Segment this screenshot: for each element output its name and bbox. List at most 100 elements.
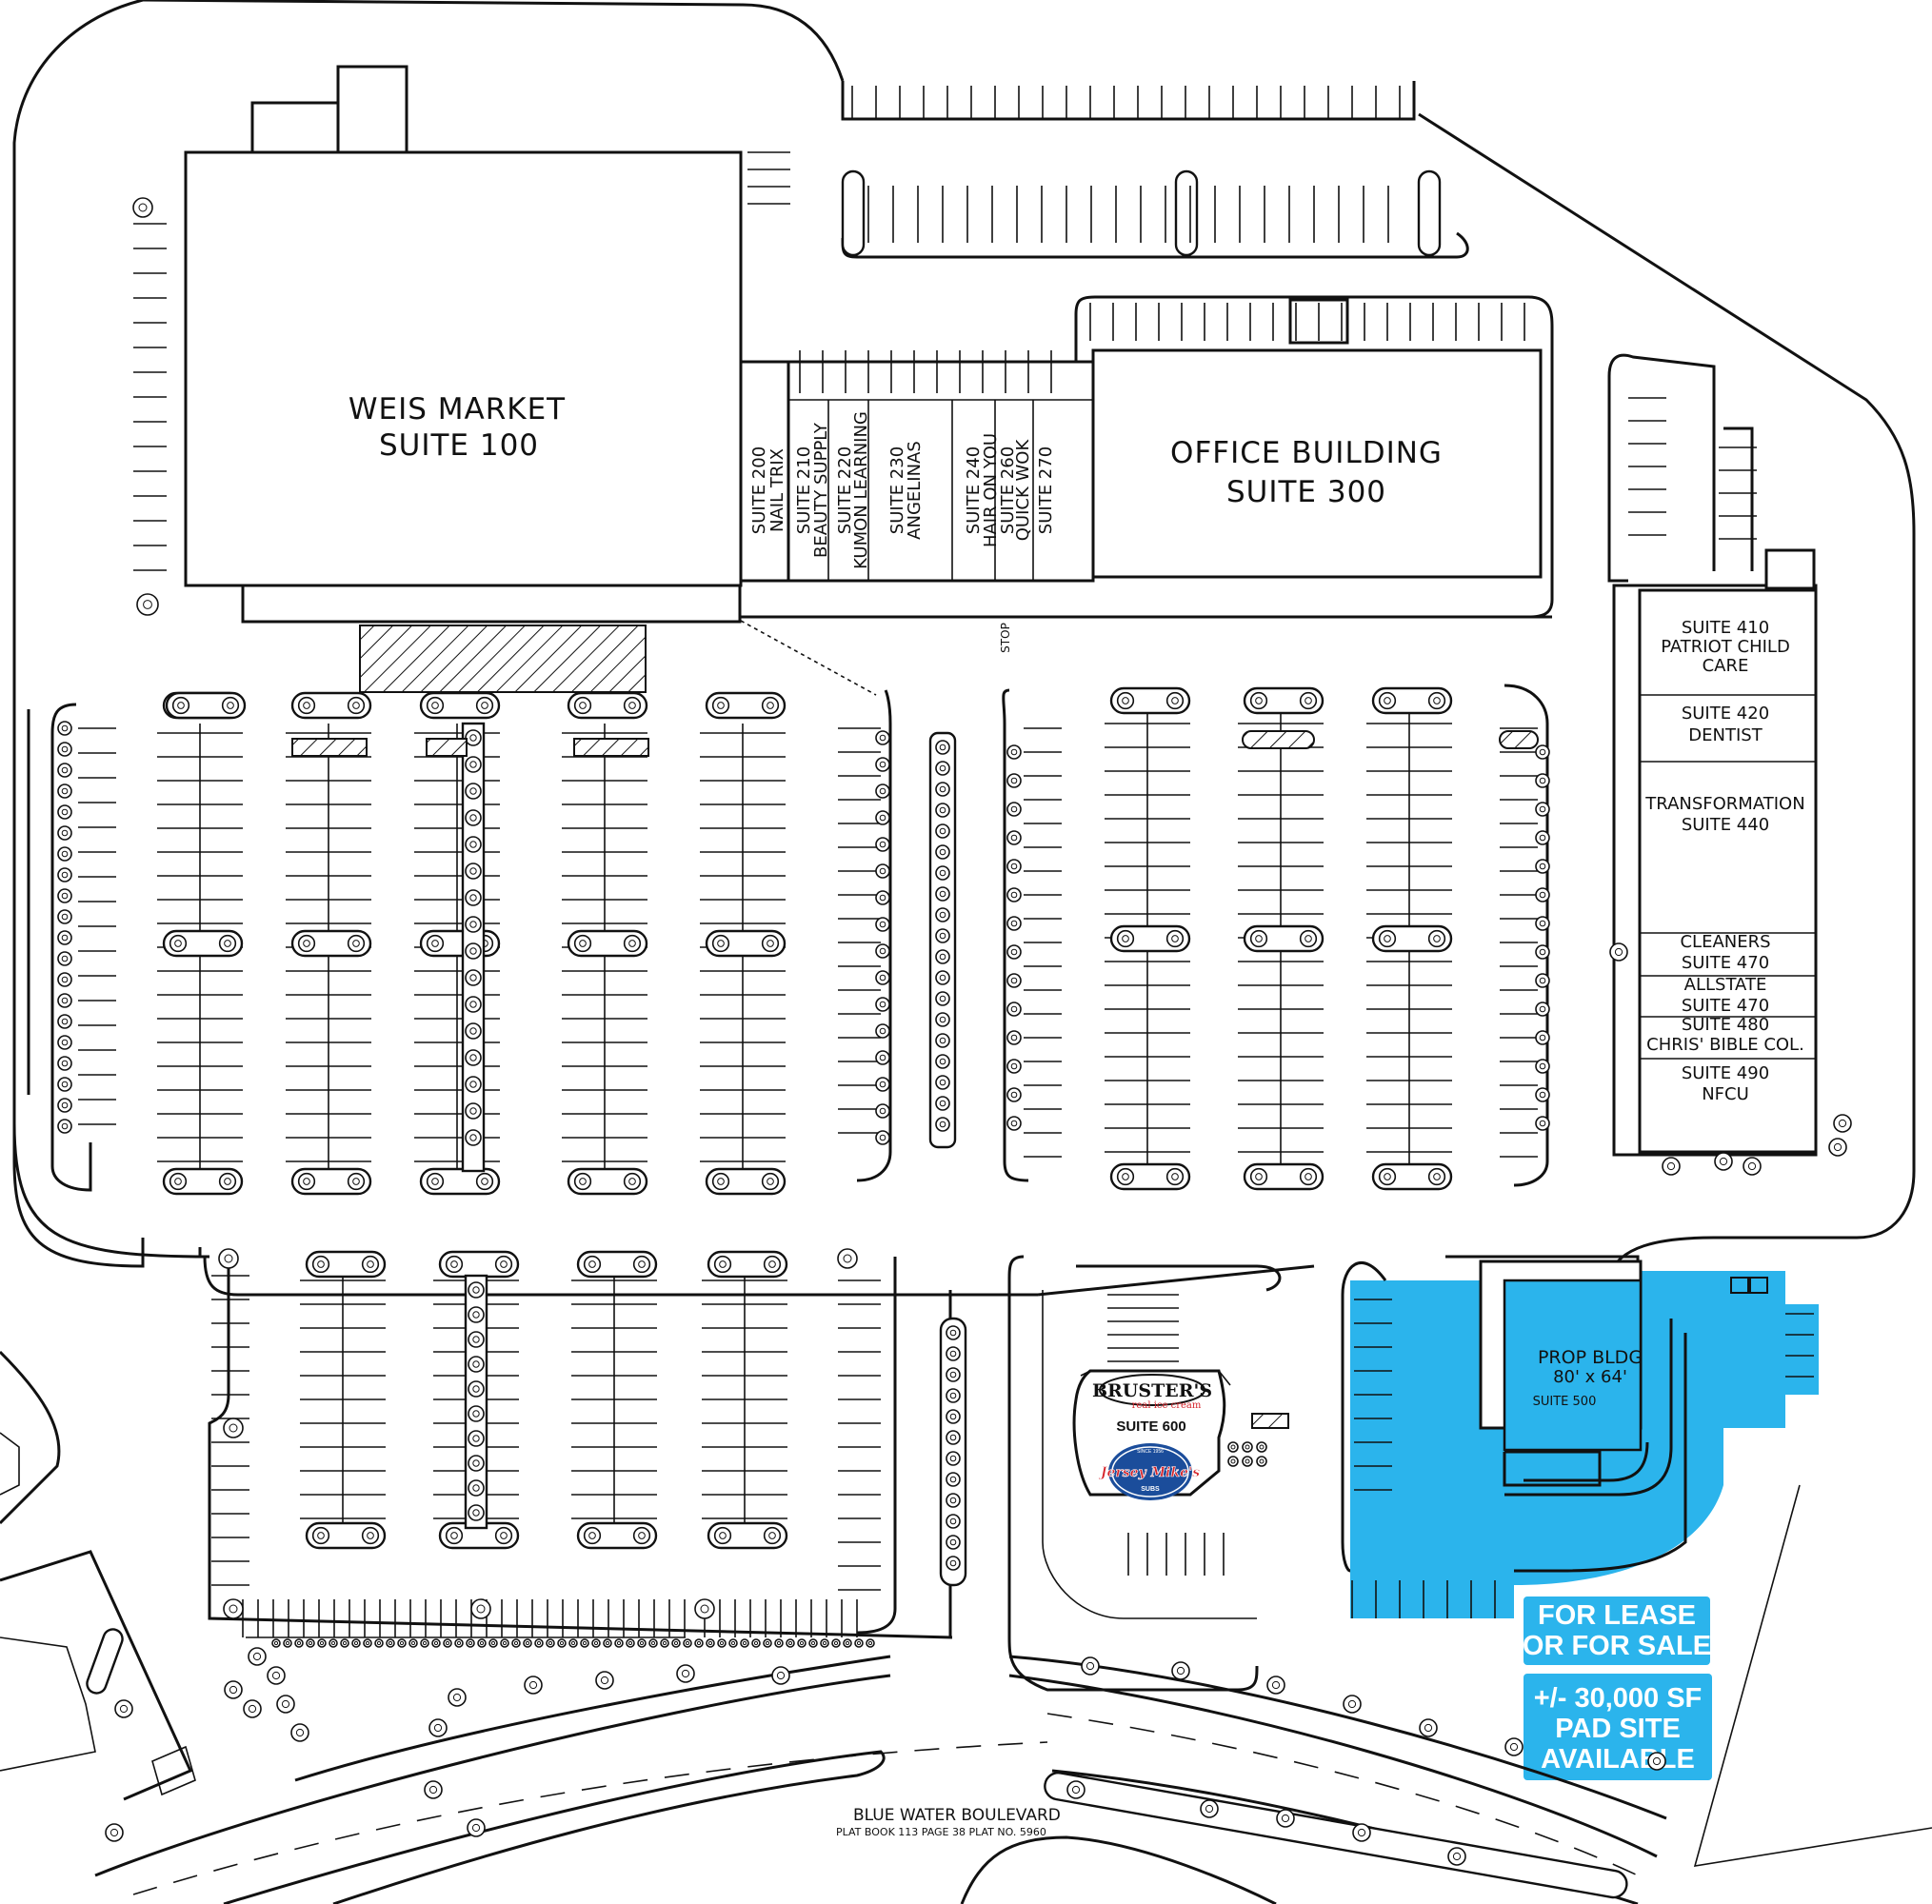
tree-icon — [1384, 1173, 1391, 1180]
office-building-suite: SUITE 300 — [1226, 475, 1386, 509]
tree-icon — [939, 848, 946, 856]
tree-icon — [1452, 1852, 1462, 1861]
tree-icon — [470, 1598, 491, 1619]
brusters-logo: BRUSTER'S real ice cream — [1092, 1374, 1212, 1411]
tree-icon — [1010, 1120, 1018, 1127]
tree-icon — [224, 1178, 231, 1185]
tree-icon — [431, 1638, 441, 1648]
tree-icon — [700, 1604, 709, 1614]
tree-icon — [57, 1035, 72, 1050]
tree-icon — [875, 1023, 890, 1039]
tree-icon — [283, 1638, 292, 1648]
tree-icon — [939, 827, 946, 835]
tree-icon — [768, 1532, 776, 1539]
tree-icon — [1010, 948, 1018, 956]
tree-icon — [431, 1178, 439, 1185]
tree-icon — [494, 1526, 513, 1545]
tree-icon — [61, 1039, 69, 1046]
tree-icon — [763, 1638, 772, 1648]
tree-icon — [57, 721, 72, 736]
tree-icon — [61, 787, 69, 795]
inline-suite-tenant: BEAUTY SUPPLY — [811, 422, 831, 558]
tree-icon — [854, 1638, 864, 1648]
tree-icon — [528, 1680, 538, 1690]
tree-icon — [468, 1405, 485, 1422]
tree-icon — [340, 1638, 349, 1648]
tree-icon — [468, 1306, 485, 1323]
tree-icon — [935, 844, 950, 860]
tree-icon — [949, 1476, 957, 1483]
tree-icon — [582, 1640, 588, 1646]
tree-icon — [136, 593, 159, 616]
tree-icon — [1828, 1138, 1847, 1157]
tree-icon — [879, 734, 886, 742]
tree-icon — [946, 1535, 961, 1550]
tree-icon — [319, 1640, 325, 1646]
for-lease-line1: FOR LEASE — [1538, 1600, 1696, 1631]
tree-icon — [1424, 1723, 1433, 1733]
tree-icon — [603, 1638, 612, 1648]
tree-icon — [583, 1526, 602, 1545]
curb — [50, 703, 92, 1192]
tree-icon — [132, 197, 153, 218]
tree-icon — [169, 934, 188, 953]
stop-sign-label: STOP — [999, 623, 1012, 653]
tree-icon — [711, 934, 730, 953]
tree-icon — [751, 1638, 761, 1648]
tree-icon — [479, 1640, 485, 1646]
tree-icon — [61, 1060, 69, 1067]
tree-icon — [1614, 947, 1623, 957]
tree-icon — [875, 1130, 890, 1145]
tree-icon — [580, 1638, 589, 1648]
tree-icon — [1010, 1062, 1018, 1070]
tree-icon — [949, 1413, 957, 1420]
tree-icon — [946, 1367, 961, 1382]
tree-icon — [1747, 1161, 1757, 1171]
tree-icon — [468, 1479, 485, 1497]
tree-icon — [763, 1255, 782, 1274]
tree-icon — [1833, 1114, 1852, 1133]
tree-icon — [939, 1037, 946, 1044]
tree-icon — [465, 863, 482, 880]
tree-icon — [365, 1640, 370, 1646]
tree-icon — [1539, 1062, 1546, 1070]
tree-icon — [224, 940, 231, 947]
tree-icon — [627, 1640, 633, 1646]
crosswalk — [1499, 730, 1539, 749]
tree-icon — [685, 1640, 690, 1646]
tree-icon — [472, 1435, 480, 1442]
tree-icon — [939, 1058, 946, 1065]
tree-icon — [1352, 1823, 1371, 1842]
restaurant-pad: BRUSTER'S real ice cream SUITE 600 SINCE… — [1007, 1255, 1289, 1692]
tree-icon — [1006, 916, 1022, 931]
tree-icon — [935, 1096, 950, 1111]
tree-icon — [939, 785, 946, 793]
tree-icon — [1245, 1458, 1250, 1464]
tree-icon — [1378, 929, 1397, 948]
tree-icon — [171, 696, 190, 715]
tree-icon — [588, 1260, 596, 1268]
tree-icon — [808, 1638, 818, 1648]
tree-icon — [1838, 1119, 1847, 1128]
tree-icon — [352, 1178, 360, 1185]
tree-icon — [467, 1818, 486, 1837]
tree-icon — [317, 1638, 327, 1648]
tree-icon — [330, 1640, 336, 1646]
tree-icon — [1384, 935, 1391, 942]
tree-icon — [174, 940, 182, 947]
tree-icon — [465, 783, 482, 800]
tree-icon — [1230, 1444, 1236, 1450]
tree-icon — [694, 1638, 704, 1648]
tree-icon — [875, 730, 890, 745]
jersey-mikes-name: Jersey Mike's — [1098, 1465, 1200, 1480]
tree-icon — [1419, 1718, 1438, 1737]
tree-icon — [1266, 1676, 1285, 1695]
tree-icon — [477, 1638, 487, 1648]
tree-icon — [352, 940, 360, 947]
tree-icon — [1427, 929, 1446, 948]
tree-icon — [452, 1693, 462, 1702]
east-suite-label: PATRIOT CHILD — [1661, 637, 1790, 657]
tree-icon — [1539, 977, 1546, 984]
